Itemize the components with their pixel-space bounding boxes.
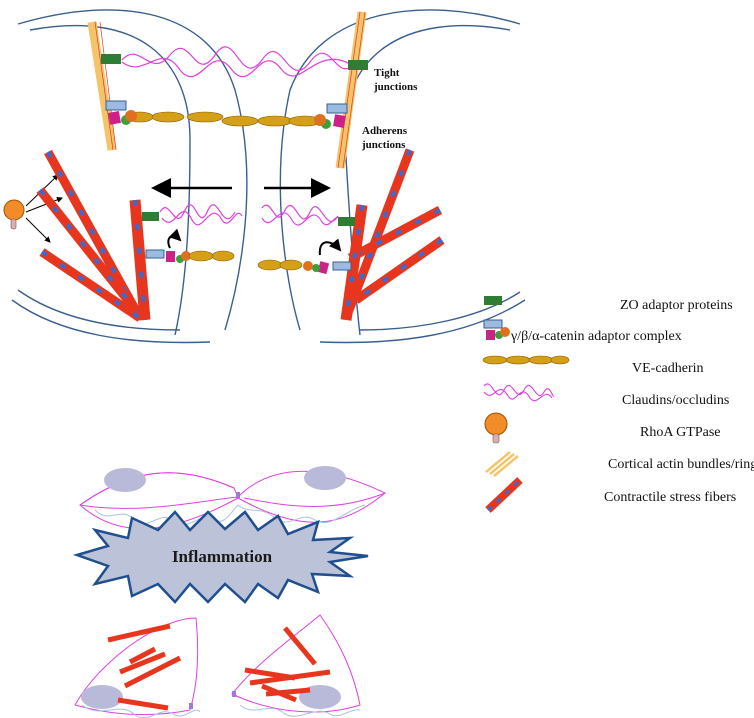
- catenin-complex-mid-left: [145, 249, 191, 263]
- legend-label-cadherin: VE-cadherin: [632, 361, 704, 376]
- cell-membranes: [11, 9, 526, 344]
- cortical-actin-right: [335, 11, 367, 169]
- claudin-icon: [483, 383, 555, 402]
- cortical-actin-icon: [485, 451, 519, 477]
- ve-cadherin-mid-left: [188, 250, 235, 262]
- legend-label-claudin: Claudins/occludins: [622, 393, 729, 408]
- ve-cadherin-icon: [482, 355, 570, 365]
- zo-protein-top-left: [101, 54, 121, 64]
- zo-adaptor-icon: [484, 296, 502, 305]
- rhoa-icon: [484, 412, 508, 444]
- stress-fibers-right: [340, 148, 445, 321]
- nucleus-normal-left: [104, 468, 146, 492]
- legend-label-rhoa: RhoA GTPase: [640, 425, 721, 440]
- catenin-complex-top-right: [314, 103, 348, 129]
- catenin-complex-mid-right: [303, 261, 352, 275]
- legend-label-cortical: Cortical actin bundles/ring: [608, 457, 754, 472]
- legend: ZO adaptor proteins γ/β/α-catenin adapto…: [482, 296, 754, 513]
- zo-protein-mid-left: [142, 212, 159, 221]
- stress-fibers-left: [36, 149, 151, 322]
- curved-arrow-right: [318, 238, 342, 256]
- claudin-mid-left: [159, 204, 243, 226]
- inflammation-label: Inflammation: [172, 547, 273, 566]
- normal-cells: [78, 466, 387, 530]
- stress-fiber-icon: [485, 477, 523, 513]
- claudin-strand-top: [121, 46, 353, 78]
- catenin-complex-top-left: [105, 100, 137, 125]
- inflamed-cells: [74, 614, 361, 718]
- nucleus-inflamed-left: [81, 685, 123, 709]
- rhoa-gtpase: [3, 199, 25, 230]
- legend-label-stress: Contractile stress fibers: [604, 490, 736, 505]
- tight-junctions-label: Tight junctions: [373, 67, 418, 93]
- catenin-complex-icon: [483, 319, 510, 340]
- zo-protein-top-right: [348, 60, 368, 70]
- ve-cadherin-mid-right: [257, 259, 303, 271]
- inflammation-burst: [72, 510, 369, 604]
- zo-protein-mid-right: [338, 217, 355, 226]
- ve-cadherin-top: [126, 111, 322, 127]
- legend-label-zo: ZO adaptor proteins: [620, 298, 733, 313]
- cortical-actin-left: [87, 21, 117, 151]
- legend-label-catenin: γ/β/α-catenin adaptor complex: [510, 329, 682, 344]
- curved-arrow-left: [167, 228, 182, 249]
- adherens-junctions-label: Adherens junctions: [361, 125, 410, 151]
- claudin-mid-right: [261, 204, 341, 226]
- nucleus-normal-right: [304, 466, 346, 490]
